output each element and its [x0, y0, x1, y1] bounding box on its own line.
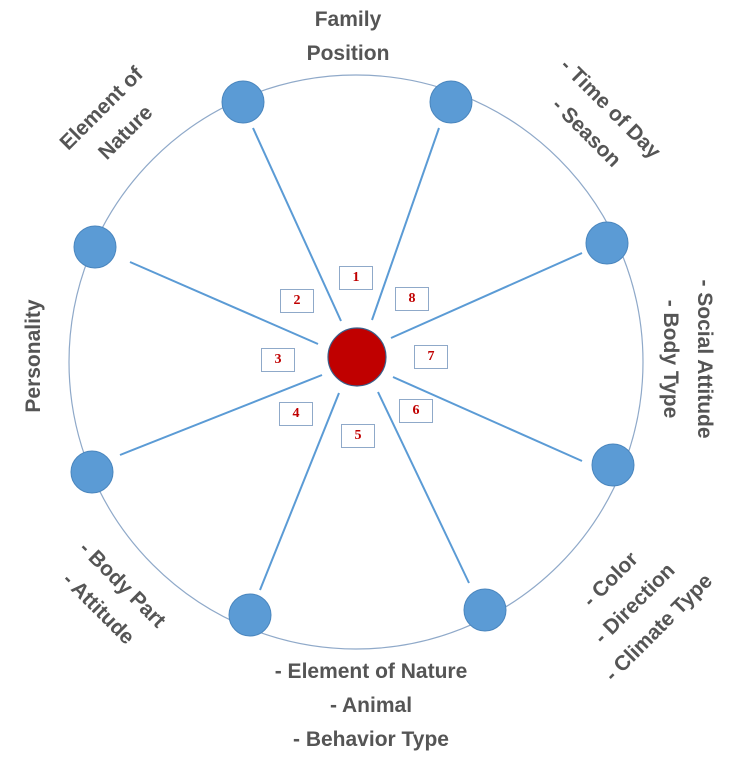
spokes — [119, 127, 583, 591]
label-line: Position — [306, 42, 390, 65]
outer-ring — [68, 74, 644, 650]
spoke-line-7 — [119, 374, 323, 456]
spoke-line-8 — [129, 261, 319, 345]
node-time-of-day — [429, 80, 473, 124]
spoke-line-6 — [259, 392, 340, 591]
number-box-1: 1 — [339, 266, 373, 290]
spoke-line-2 — [371, 127, 440, 321]
number-box-6: 6 — [399, 399, 433, 423]
node-social-attitude — [585, 221, 629, 265]
label-line: - Element of Nature — [274, 660, 468, 683]
label-social-attitude: - Social Attitude - Body Type — [653, 259, 721, 459]
node-element-animal — [463, 588, 507, 632]
outer-nodes — [70, 80, 635, 637]
node-element-of-nature — [73, 225, 117, 269]
label-line: - Behavior Type — [293, 728, 449, 751]
label-line: Personality — [22, 299, 45, 413]
node-color-direction — [591, 443, 635, 487]
node-body-part — [228, 593, 272, 637]
label-line: Family — [314, 8, 382, 31]
node-family-position — [221, 80, 265, 124]
node-personality — [70, 450, 114, 494]
number-box-5: 5 — [341, 424, 375, 448]
center-node — [327, 327, 387, 387]
number-box-2: 2 — [280, 289, 314, 313]
spoke-line-3 — [390, 252, 583, 339]
label-line: - Body Type — [659, 299, 682, 419]
number-box-8: 8 — [395, 287, 429, 311]
number-box-4: 4 — [279, 402, 313, 426]
number-box-7: 7 — [414, 345, 448, 369]
number-box-3: 3 — [261, 348, 295, 372]
spoke-line-4 — [392, 376, 583, 462]
spoke-line-5 — [377, 391, 470, 584]
label-element-animal: - Element of Nature - Animal - Behavior … — [246, 655, 496, 757]
label-line: - Social Attitude — [693, 279, 716, 439]
label-line: - Animal — [329, 694, 413, 717]
label-personality: Personality — [17, 281, 51, 431]
label-family-position: Family Position — [273, 3, 423, 71]
spoke-line-1 — [252, 127, 342, 322]
